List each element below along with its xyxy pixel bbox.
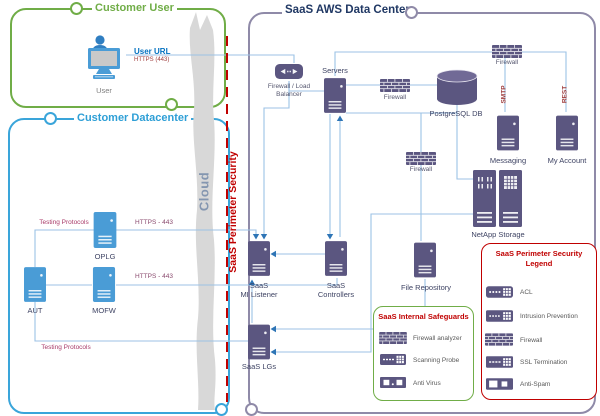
aut-icon [24,267,46,302]
servers-label: Servers [322,66,348,75]
ssl-termination-icon [486,356,513,368]
firewall-icon [406,152,436,165]
connector-port [245,403,258,416]
saas-mi-listener-label: SaaS MI Listener [240,281,278,299]
messaging-icon [497,114,519,152]
perimeter-banner: SaaS Perimeter Security [227,151,239,273]
my-account-icon [556,114,578,152]
user-caption: User [96,86,112,95]
saas-controllers-icon [325,240,347,277]
messaging-label: Messaging [489,156,527,165]
file-repository-icon [414,242,436,278]
cloud-banner: Cloud [196,171,212,212]
firewall-icon [379,332,407,344]
testing-protocols-label: Testing Protocols [39,219,89,226]
postgresql-db-label: PostgreSQL DB [429,109,483,118]
legend-item-label: Anti Virus [413,380,441,387]
rest-label: REST [561,85,569,104]
mofw-label: MOFW [92,306,116,315]
legend-item-label: SSL Termination [520,359,568,366]
legend-item-label: Scanning Probe [413,357,460,364]
postgresql-db-icon [436,69,478,105]
servers-icon [324,77,346,114]
user-computer-icon [88,35,120,79]
perimeter-legend-title: SaaS Perimeter Security Legend [495,249,583,268]
oplg-icon [93,212,117,248]
firewall-icon [380,79,410,92]
connector-port [165,98,178,111]
aut-label: AUT [27,306,43,315]
firewall-icon [485,333,513,346]
anti-spam-icon [486,378,513,390]
https-label: HTTPS - 443 [135,219,173,226]
legend-item-label: Firewall analyzer [413,335,462,342]
firewall-label: Firewall [495,59,519,66]
antivirus-icon [380,377,406,388]
legend-item-label: Anti-Spam [520,381,551,388]
internal-safeguards-title: SaaS Internal Safeguards [378,312,469,321]
smtp-label: SMTP [500,85,508,104]
legend-item-label: Intrusion Prevention [520,313,578,320]
firewall-label: Firewall [383,94,407,101]
firewall-lb-label: Firewall / Load Balancer [267,83,311,98]
user-url-label: User URL [134,47,171,56]
legend-item-label: ACL [520,289,533,296]
firewall-load-balancer-icon [275,63,303,80]
saas-datacenter-title: SaaS AWS Data Center [282,4,413,16]
saas-lgs-label: SaaS LGs [241,362,277,371]
file-repository-label: File Repository [400,283,452,292]
connector-port [215,403,228,416]
connector-port [70,2,83,15]
scanner-icon [380,354,406,365]
connector-port [44,112,57,125]
testing-protocols-label: Testing Protocols [41,344,91,351]
https-label: HTTPS - 443 [135,273,173,280]
legend-item-label: Firewall [520,337,543,344]
saas-controllers-label: SaaS Controllers [317,281,355,299]
mofw-icon [92,267,116,302]
connector-port [405,6,418,19]
netapp-storage-icon [473,170,522,227]
acl-icon [486,286,513,298]
customer-datacenter-title: Customer Datacenter [74,112,192,124]
saas-datacenter-region [248,12,596,414]
netapp-storage-label: NetApp Storage [471,230,525,239]
oplg-label: OPLG [94,252,116,261]
firewall-label: Firewall [409,166,433,173]
my-account-label: My Account [547,156,587,165]
saas-lgs-icon [248,324,270,360]
intrusion-prevention-icon [486,310,513,322]
user-url-protocol: HTTPS (443) [134,57,170,63]
customer-user-title: Customer User [92,2,177,14]
firewall-icon [492,45,522,58]
saas-mi-listener-icon [248,240,270,277]
